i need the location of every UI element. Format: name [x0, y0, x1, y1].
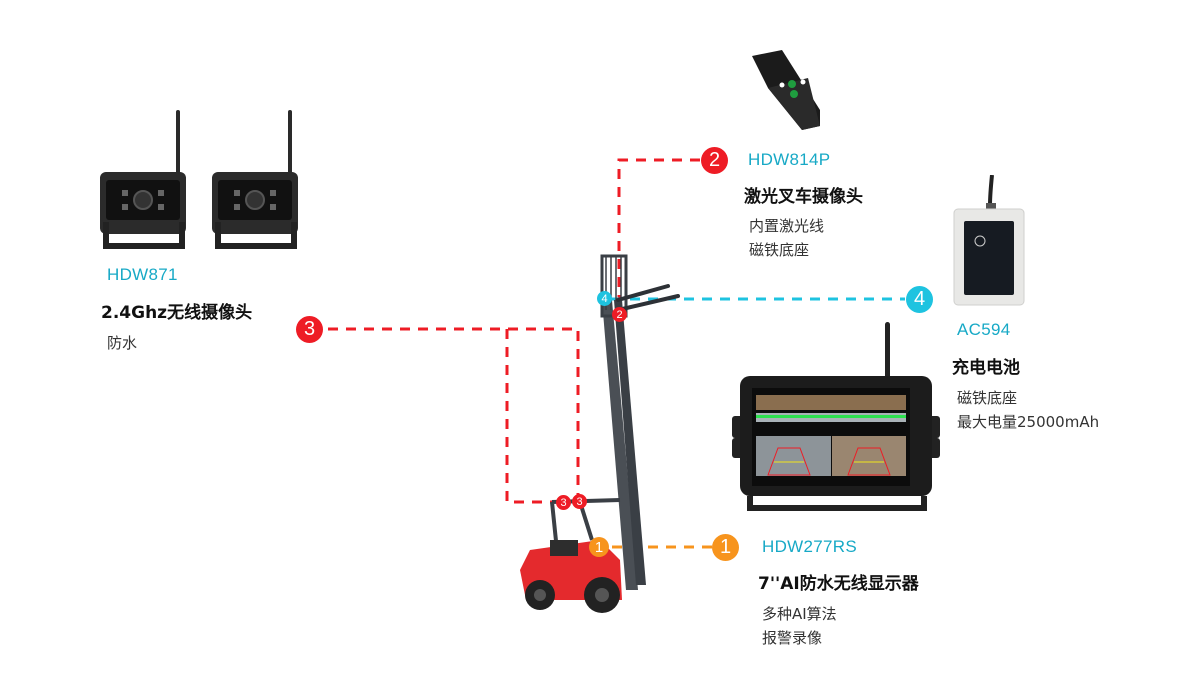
battery-image: [950, 175, 1030, 310]
product-1-model: HDW277RS: [762, 537, 857, 556]
product-4-feature-1: 磁铁底座: [957, 389, 1018, 407]
badge-4: 4: [906, 286, 933, 313]
badge-1: 1: [712, 534, 739, 561]
product-2-model: HDW814P: [748, 150, 831, 169]
product-4-model: AC594: [957, 320, 1011, 339]
forklift-marker-3b: 3: [572, 494, 587, 509]
product-2-title: 激光叉车摄像头: [744, 187, 863, 207]
badge-2: 2: [701, 147, 728, 174]
forklift-marker-2: 2: [612, 307, 627, 322]
forklift-marker-3a: 3: [556, 495, 571, 510]
product-1-title: 7''AI防水无线显示器: [758, 574, 919, 594]
product-3-feature: 防水: [107, 334, 138, 352]
wireless-camera-image: [96, 110, 306, 250]
laser-camera-image: [748, 48, 828, 133]
badge-3: 3: [296, 316, 323, 343]
product-3-title: 2.4Ghz无线摄像头: [101, 303, 253, 323]
product-4-feature-2: 最大电量25000mAh: [957, 413, 1100, 431]
product-1-feature-1: 多种AI算法: [762, 605, 837, 623]
product-1-feature-2: 报警录像: [762, 629, 823, 647]
product-2-feature-2: 磁铁底座: [749, 241, 810, 259]
forklift-marker-1: 1: [589, 537, 609, 557]
monitor-image: [728, 320, 943, 520]
product-2-feature-1: 内置激光线: [749, 217, 825, 235]
forklift-marker-4: 4: [597, 291, 612, 306]
forklift-image: [510, 250, 690, 620]
product-4-title: 充电电池: [952, 358, 1020, 378]
product-3-model: HDW871: [107, 265, 178, 284]
